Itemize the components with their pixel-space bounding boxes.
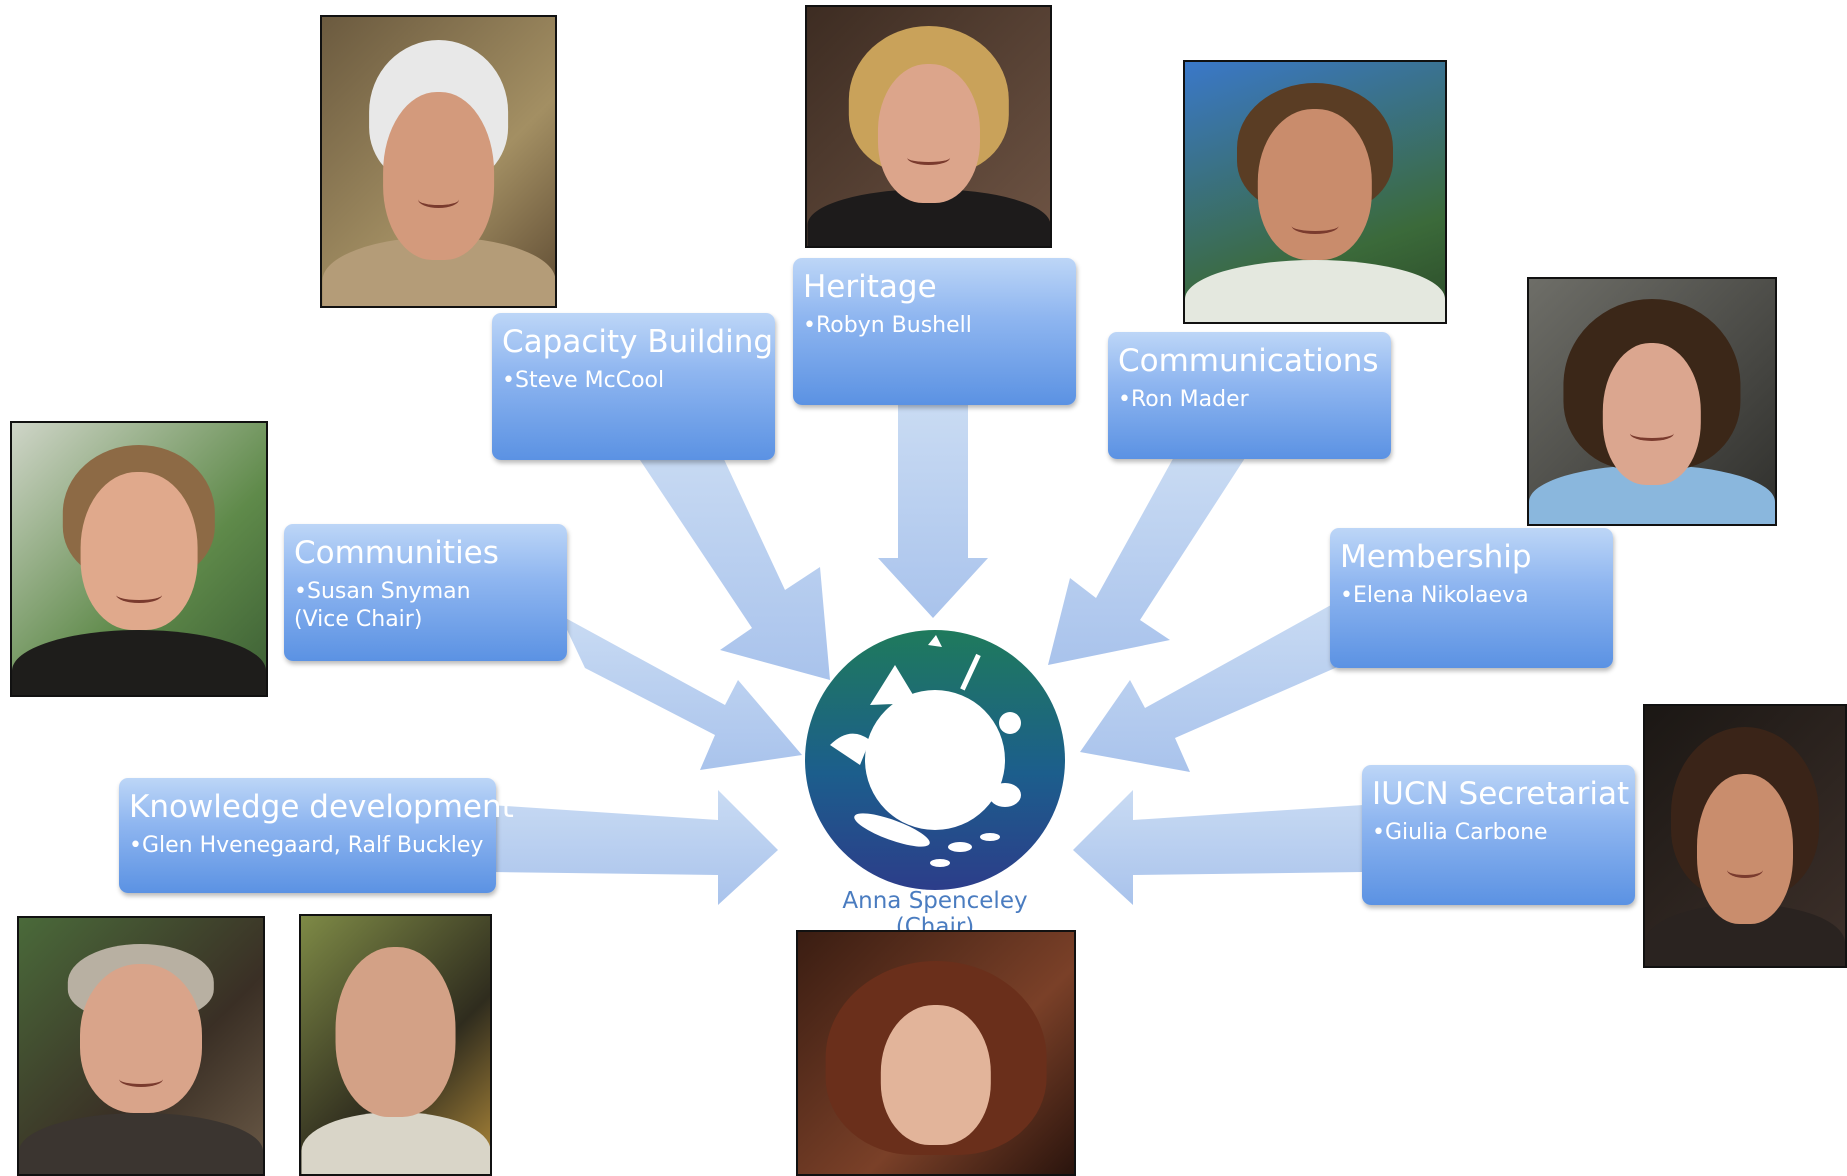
group-member: •Glen Hvenegaard, Ralf Buckley — [129, 833, 484, 858]
group-title: Communications — [1118, 343, 1379, 379]
arrow-communities — [560, 615, 802, 770]
group-title: IUCN Secretariat — [1372, 776, 1630, 812]
arrow-membership — [1080, 600, 1358, 772]
portrait-giulia-carbone — [1643, 704, 1847, 968]
protected-areas-tourism-logo — [805, 630, 1065, 890]
portrait-anna-spenceley — [796, 930, 1076, 1176]
group-title: Communities — [294, 535, 499, 571]
portrait-ralf-buckley — [299, 914, 492, 1176]
arrow-knowledge — [490, 790, 778, 905]
portrait-elena-nikolaeva — [1527, 277, 1777, 526]
group-title: Knowledge development — [129, 789, 514, 825]
group-member: •Elena Nikolaeva — [1340, 583, 1529, 608]
arrow-heritage — [878, 405, 988, 618]
arrow-communications — [1048, 455, 1245, 665]
group-membership: Membership •Elena Nikolaeva — [1330, 528, 1613, 668]
group-member: •Robyn Bushell — [803, 313, 972, 338]
portrait-susan-snyman — [10, 421, 268, 697]
group-communities: Communities •Susan Snyman (Vice Chair) — [284, 524, 567, 661]
group-heritage: Heritage •Robyn Bushell — [793, 258, 1076, 405]
group-iucn-secretariat: IUCN Secretariat •Giulia Carbone — [1362, 765, 1635, 905]
portrait-robyn-bushell — [805, 5, 1052, 248]
group-title: Membership — [1340, 539, 1532, 575]
portrait-ron-mader — [1183, 60, 1447, 324]
group-title: Heritage — [803, 269, 937, 305]
portrait-steve-mccool — [320, 15, 557, 308]
group-member: •Ron Mader — [1118, 387, 1249, 412]
group-member: •Giulia Carbone — [1372, 820, 1548, 845]
arrow-capacity — [640, 440, 830, 680]
group-knowledge-development: Knowledge development •Glen Hvenegaard, … — [119, 778, 514, 893]
group-title: Capacity Building — [502, 324, 774, 360]
group-capacity-building: Capacity Building •Steve McCool — [492, 313, 775, 460]
arrow-iucn — [1073, 790, 1363, 905]
group-communications: Communications •Ron Mader — [1108, 332, 1391, 459]
portrait-glen-hvenegaard — [17, 916, 265, 1176]
group-member: •Susan Snyman (Vice Chair) — [294, 579, 471, 632]
group-member: •Steve McCool — [502, 368, 665, 393]
